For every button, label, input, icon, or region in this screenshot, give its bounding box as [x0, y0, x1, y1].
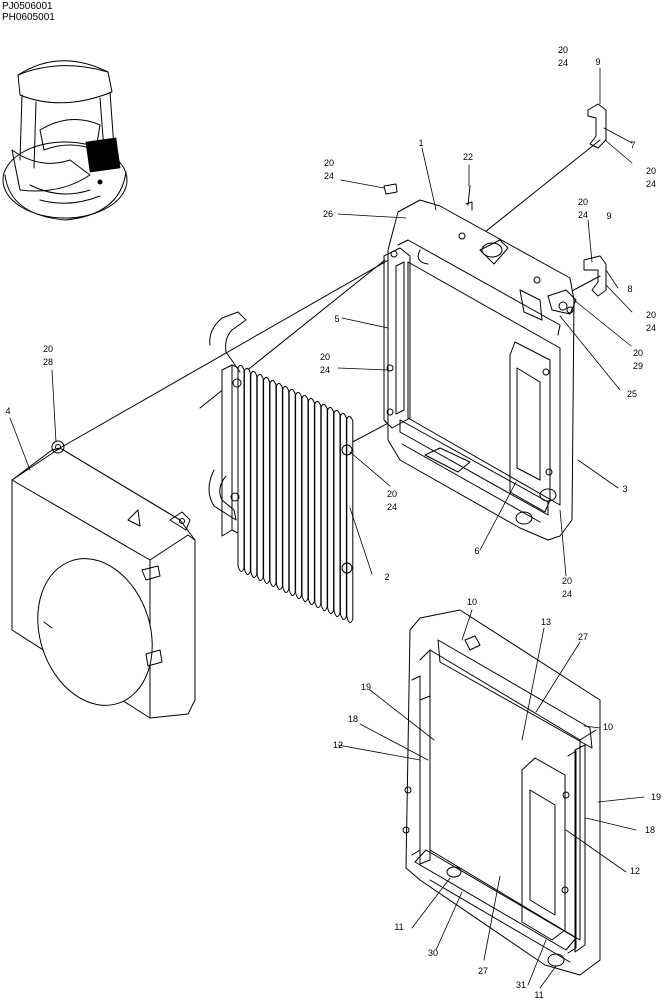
callout-4: 4 [5, 406, 10, 416]
callout-10-b: 10 [603, 722, 613, 732]
callout-19-a: 19 [361, 682, 371, 692]
callout-5: 5 [334, 314, 339, 324]
cooler-fin [346, 415, 354, 623]
callout-26: 26 [323, 209, 333, 219]
callout-18-a: 18 [348, 714, 358, 724]
cooler-fin [263, 376, 271, 584]
callout-12-a: 12 [333, 740, 343, 750]
cooler-fin [237, 364, 245, 572]
cooler-fin [307, 397, 315, 605]
callout-24-b: 24 [646, 179, 656, 189]
cooler-fin [275, 382, 283, 590]
cooler-fin [288, 388, 296, 596]
oil-cooler-part-2 [208, 311, 354, 623]
callout-20-i: 20 [387, 489, 397, 499]
cooler-fin [301, 394, 309, 602]
callout-1: 1 [418, 138, 423, 148]
callout-3: 3 [622, 484, 627, 494]
callout-8: 8 [627, 284, 632, 294]
callout-31: 31 [516, 980, 526, 990]
callout-24-e: 24 [646, 323, 656, 333]
callout-24-j: 24 [562, 589, 572, 599]
machine-locator-thumbnail [2, 60, 128, 221]
callout-20-d: 20 [578, 197, 588, 207]
callout-24-i: 24 [387, 502, 397, 512]
drawing-code-1: PJ0506001 [2, 1, 53, 12]
cooler-fin [327, 406, 335, 614]
callout-leader-lines [9, 67, 645, 989]
callout-19-b: 19 [651, 792, 661, 802]
callout-24-c: 24 [324, 171, 334, 181]
cooler-fin [333, 409, 341, 617]
drawing-code-2: PH0605001 [2, 12, 55, 23]
cooler-fin [320, 403, 328, 611]
callout-24-a: 24 [558, 58, 568, 68]
radiator-frame-part-3 [383, 199, 575, 541]
callout-12-b: 12 [630, 866, 640, 876]
cooler-fin [250, 370, 258, 578]
cooler-fin [295, 391, 303, 599]
callout-20-e: 20 [646, 310, 656, 320]
callout-20-f: 20 [633, 348, 643, 358]
callout-9-b: 9 [606, 211, 611, 221]
callout-2: 2 [384, 572, 389, 582]
callout-20-a: 20 [558, 45, 568, 55]
callout-28: 28 [43, 357, 53, 367]
cooler-fin [314, 400, 322, 608]
callout-24-g: 24 [320, 365, 330, 375]
fan-shroud-part-4 [11, 440, 196, 719]
callout-20-h: 20 [43, 344, 53, 354]
cooler-fin [243, 367, 251, 575]
callout-20-j: 20 [562, 576, 572, 586]
callout-30: 30 [428, 948, 438, 958]
callout-7: 7 [630, 140, 635, 150]
cooler-fin [269, 379, 277, 587]
callout-20-g: 20 [320, 352, 330, 362]
callout-11-b: 11 [534, 990, 543, 1000]
callout-18-b: 18 [645, 825, 655, 835]
callout-20-b: 20 [646, 166, 656, 176]
callout-25: 25 [627, 389, 637, 399]
callout-29: 29 [633, 361, 643, 371]
cooler-fin [282, 385, 290, 593]
callout-9-a: 9 [595, 57, 600, 67]
radiator-seal-assembly [402, 609, 601, 976]
callout-20-c: 20 [324, 158, 334, 168]
hardware-brackets [383, 103, 607, 315]
callout-11-a: 11 [394, 922, 403, 932]
callout-10-a: 10 [467, 597, 477, 607]
callout-6: 6 [474, 546, 479, 556]
cooler-fin [339, 412, 347, 620]
callout-27-a: 27 [578, 632, 588, 642]
callout-24-d: 24 [578, 210, 588, 220]
callout-22: 22 [463, 152, 473, 162]
cooler-fin [256, 373, 264, 581]
callout-27-b: 27 [478, 966, 488, 976]
callout-13: 13 [541, 617, 551, 627]
